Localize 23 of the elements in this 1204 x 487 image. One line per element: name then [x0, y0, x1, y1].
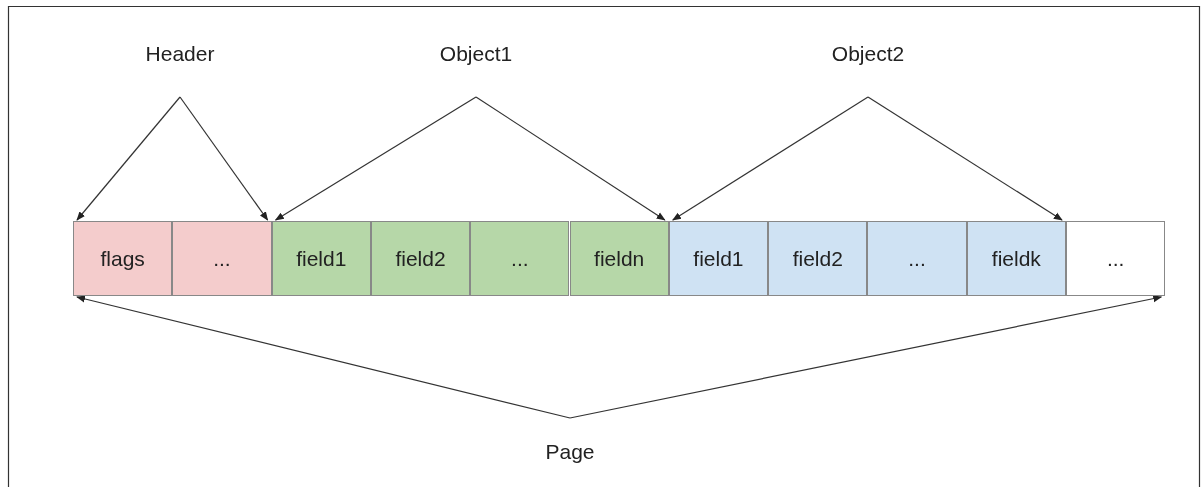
field-cell: fieldn [569, 221, 669, 296]
field-cell: ... [172, 221, 272, 296]
field-cell: field2 [768, 221, 868, 296]
field-cell: ... [1066, 221, 1166, 296]
field-cell: flags [73, 221, 173, 296]
section-label: Header [144, 42, 216, 66]
arrow [179, 96, 269, 221]
arrow [76, 295, 571, 419]
arrow [672, 96, 869, 221]
arrow [475, 96, 666, 221]
field-cell: fieldk [966, 221, 1066, 296]
arrow [569, 295, 1163, 419]
section-label: Page [544, 440, 596, 464]
field-cell: field2 [370, 221, 471, 296]
field-cell: field1 [271, 221, 371, 296]
section-label: Object2 [830, 42, 906, 66]
section-label: Object1 [438, 42, 514, 66]
field-cell: ... [867, 221, 967, 296]
arrow [274, 96, 477, 221]
arrow [76, 96, 181, 221]
field-cell: ... [470, 221, 570, 296]
field-cell: field1 [668, 221, 769, 296]
arrow [867, 96, 1063, 221]
